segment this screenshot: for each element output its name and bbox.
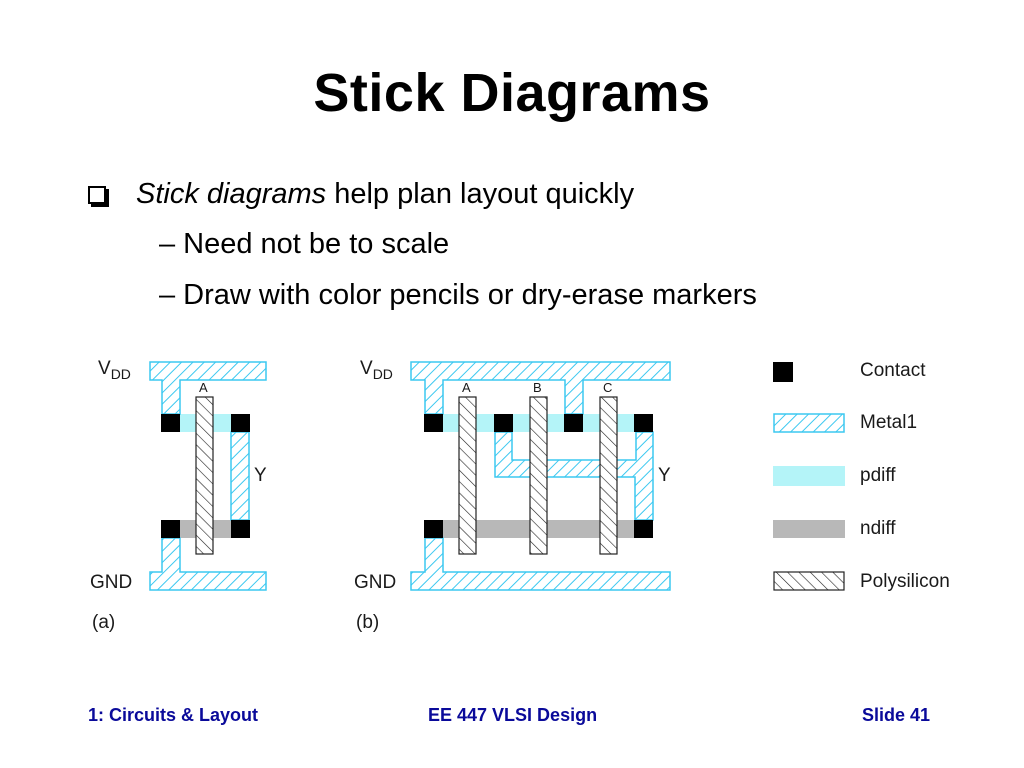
legend-ndiff-label: ndiff [860,518,896,539]
b-input-a-label: A [462,380,471,395]
b-contact-3 [564,414,583,432]
dash-2: – [159,279,176,311]
b-input-b-label: B [533,380,542,395]
bullet-rest: help plan layout quickly [326,178,635,210]
a-poly-a [195,396,214,555]
legend-poly-swatch [773,571,845,591]
footer-center: EE 447 VLSI Design [428,705,598,725]
footer-right: Slide 41 [862,705,931,725]
legend-metal1-swatch [773,413,845,433]
legend-poly-label: Polysilicon [860,571,950,592]
a-metal-gnd [149,537,267,591]
b-gnd-label: GND [354,572,396,593]
b-contact-2 [494,414,513,432]
b-output-label: Y [658,465,671,486]
legend-pdiff-label: pdiff [860,465,896,486]
subbullet-2-text: Draw with color pencils or dry-erase mar… [183,279,757,311]
b-poly-b [529,396,548,555]
subbullet-2: –Draw with color pencils or dry-erase ma… [159,279,757,312]
b-caption: (b) [356,612,379,633]
legend-metal1-label: Metal1 [860,412,917,433]
subbullet-1-text: Need not be to scale [183,228,450,260]
a-vdd-label: VDD [98,358,131,382]
bullet-italic: Stick diagrams [136,178,327,210]
legend-pdiff-swatch [773,466,845,486]
a-gnd-label: GND [90,572,132,593]
a-metal-output [230,431,250,521]
b-vdd-label: VDD [360,358,393,382]
a-contact-3 [161,520,180,538]
diagram-b: VDD A B C Y GND (b) [354,358,671,633]
a-contact-4 [231,520,250,538]
b-metal-gnd [410,537,671,591]
a-contact-1 [161,414,180,432]
diagram-a: VDD A Y GND (a) [90,358,267,633]
b-metal-vdd [410,361,671,415]
legend: Contact Metal1 pdiff ndiff Polysilicon [773,360,950,592]
dash-1: – [159,228,176,260]
b-poly-a [458,396,477,555]
b-contact-4 [634,414,653,432]
b-poly-c [599,396,618,555]
a-caption: (a) [92,612,115,633]
footer-left: 1: Circuits & Layout [88,705,259,725]
b-metal-output [494,431,654,521]
subbullet-1: –Need not be to scale [159,228,449,261]
a-input-a-label: A [199,380,208,395]
legend-ndiff-swatch [773,520,845,538]
b-contact-1 [424,414,443,432]
bullet-text: Stick diagrams help plan layout quickly [136,178,634,211]
slide-title: Stick Diagrams [313,63,711,123]
a-contact-2 [231,414,250,432]
b-input-c-label: C [603,380,612,395]
b-contact-5 [424,520,443,538]
b-contact-6 [634,520,653,538]
checkbox-bullet-icon [88,185,106,204]
legend-contact-swatch [773,362,793,382]
bullet-main: Stick diagrams help plan layout quickly [88,178,634,211]
legend-contact-label: Contact [860,360,926,381]
a-output-label: Y [254,465,267,486]
